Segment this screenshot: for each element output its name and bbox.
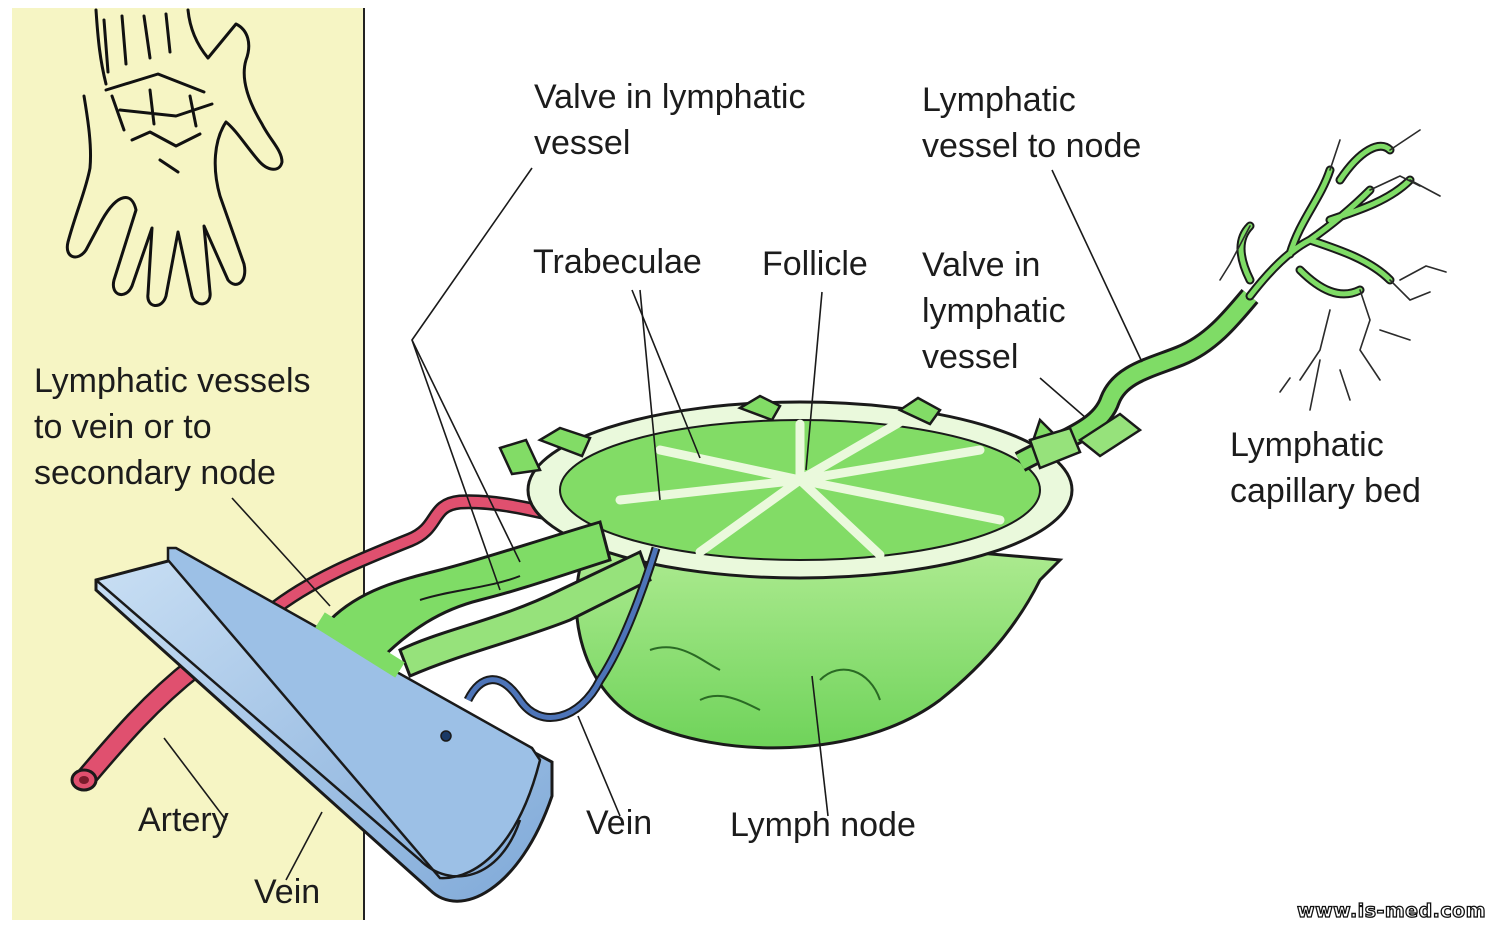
trabeculae-label: Trabeculae xyxy=(533,239,702,285)
lymphatic-capillary-bed xyxy=(1220,130,1446,410)
lymphatic-vessel-to-node-label: Lymphatic vessel to node xyxy=(922,77,1141,169)
vein-small-label: Vein xyxy=(586,800,652,846)
label-line: Valve in xyxy=(922,242,1066,288)
label-line: Lymphatic xyxy=(1230,422,1421,468)
label-line: to vein or to xyxy=(34,404,311,450)
label-line: vessel xyxy=(534,120,806,166)
lymphatic-vessels-to-vein-label: Lymphatic vessels to vein or to secondar… xyxy=(34,358,311,496)
lymph-node-label: Lymph node xyxy=(730,802,916,848)
lymphatic-capillary-bed-label: Lymphatic capillary bed xyxy=(1230,422,1421,514)
valve-in-lymphatic-vessel-label-left: Valve in lymphatic vessel xyxy=(534,74,806,166)
label-line: capillary bed xyxy=(1230,468,1421,514)
watermark: www.is-med.com xyxy=(1297,900,1486,922)
artery-label: Artery xyxy=(138,797,229,843)
label-line: Lymphatic vessels xyxy=(34,358,311,404)
label-line: secondary node xyxy=(34,450,311,496)
label-line: Lymphatic xyxy=(922,77,1141,123)
vein-trough-label: Vein xyxy=(254,869,320,915)
valve-in-lymphatic-vessel-label-right: Valve in lymphatic vessel xyxy=(922,242,1066,380)
follicle-label: Follicle xyxy=(762,241,868,287)
label-line: vessel xyxy=(922,334,1066,380)
label-line: vessel to node xyxy=(922,123,1141,169)
label-line: lymphatic xyxy=(922,288,1066,334)
label-line: Valve in lymphatic xyxy=(534,74,806,120)
